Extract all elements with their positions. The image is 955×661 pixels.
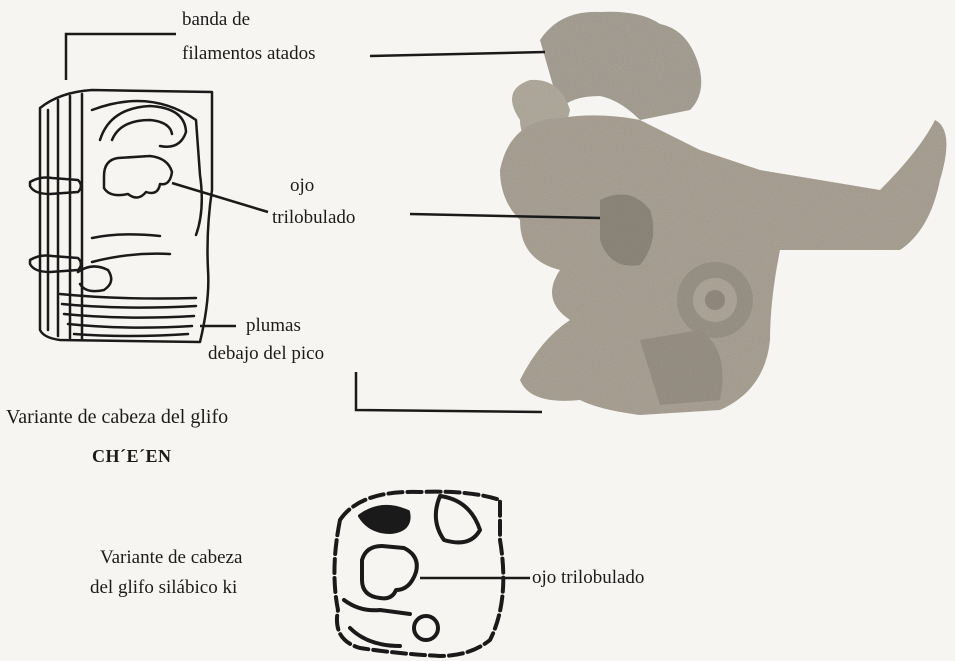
ki-caption-line1: Variante de cabeza <box>100 546 242 569</box>
band-leader-left <box>66 34 176 80</box>
ki-eye-label: ojo trilobulado <box>532 566 644 589</box>
feathers-label-line2: debajo del pico <box>208 342 324 365</box>
feathers-label-line1: plumas <box>246 314 301 337</box>
band-leader-right <box>370 52 545 56</box>
eye-leader-left <box>172 183 268 212</box>
band-label-line2: filamentos atados <box>182 42 316 65</box>
ki-glyph-drawing <box>334 492 503 656</box>
feathers-leader-right <box>356 372 542 412</box>
ki-caption-line2: del glifo silábico ki <box>90 576 237 599</box>
stone-sculpture-photo <box>500 12 946 415</box>
chen-glyph-name: CH´E´EN <box>92 446 172 467</box>
eye-label-line2: trilobulado <box>272 206 355 229</box>
band-label-line1: banda de <box>182 8 250 31</box>
chen-glyph-drawing <box>30 90 212 342</box>
chen-caption: Variante de cabeza del glifo <box>6 405 228 429</box>
eye-label-line1: ojo <box>290 174 314 197</box>
